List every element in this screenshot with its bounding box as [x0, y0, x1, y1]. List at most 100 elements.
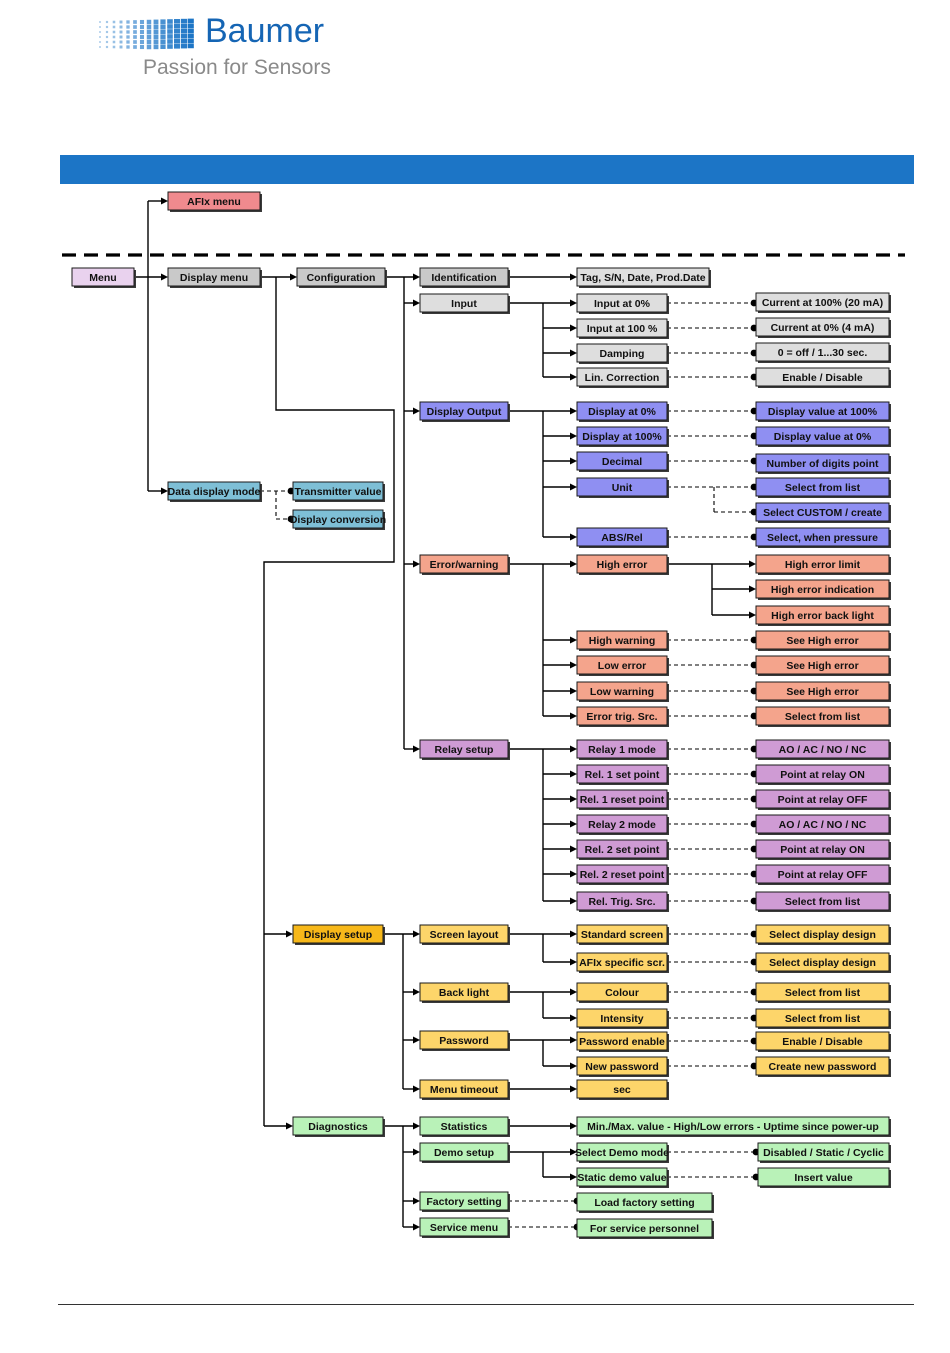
- menu-node-relay-off-2: Point at relay OFF: [755, 864, 891, 885]
- node-label: See High error: [786, 635, 858, 647]
- menu-node-disp-100: Display at 100%: [576, 426, 669, 447]
- node-box: [755, 502, 890, 522]
- menu-node-afix-menu: AFIx menu: [167, 191, 262, 212]
- node-box: [576, 527, 668, 547]
- menu-node-insert-value: Insert value: [757, 1167, 891, 1188]
- menu-node-high-err-limit: High error limit: [755, 554, 891, 575]
- node-label: Configuration: [307, 272, 376, 284]
- logo-pixel: [105, 45, 109, 49]
- logo-pixel: [139, 19, 145, 25]
- logo-pixel: [160, 29, 166, 34]
- logo-pixel: [174, 34, 180, 39]
- menu-node-relay-off-1: Point at relay OFF: [755, 789, 891, 810]
- node-box: [419, 1217, 509, 1237]
- logo-pixel: [180, 18, 188, 24]
- connector: [263, 277, 395, 1126]
- menu-node-demo-setup: Demo setup: [419, 1142, 510, 1163]
- logo-pixel: [174, 19, 180, 24]
- node-box: [755, 982, 890, 1002]
- menu-node-see-high-3: See High error: [755, 681, 891, 702]
- node-box: [757, 1167, 890, 1187]
- arrow-head: [413, 560, 420, 568]
- node-label: Min./Max. value - High/Low errors - Upti…: [587, 1121, 879, 1133]
- menu-node-statistics: Statistics: [419, 1116, 510, 1137]
- node-box: [292, 509, 384, 529]
- menu-node-relay2-mode: Relay 2 mode: [576, 814, 669, 835]
- node-label: Rel. 1 set point: [585, 769, 660, 781]
- logo-pixel: [119, 30, 123, 34]
- menu-node-factory-setting: Factory setting: [419, 1191, 510, 1212]
- node-label: Select from list: [785, 711, 861, 723]
- node-box: [755, 1031, 890, 1051]
- node-label: Point at relay ON: [780, 844, 865, 856]
- logo-pixel: [133, 30, 137, 34]
- menu-node-load-factory: Load factory setting: [576, 1192, 714, 1213]
- node-label: Select from list: [785, 896, 861, 908]
- menu-node-err-select-list: Select from list: [755, 706, 891, 727]
- arrow-head: [570, 349, 577, 357]
- node-box: [755, 789, 890, 809]
- menu-node-disp-val-100: Display value at 100%: [755, 401, 891, 422]
- menu-node-low-error: Low error: [576, 655, 669, 676]
- node-label: Select from list: [785, 482, 861, 494]
- node-label: AO / AC / NO / NC: [779, 744, 867, 756]
- menu-node-transmitter-value: Transmitter value: [292, 481, 385, 502]
- baumer-logo: Baumer Passion for Sensors: [95, 12, 335, 84]
- menu-node-see-high-1: See High error: [755, 630, 891, 651]
- node-box: [757, 1142, 890, 1162]
- node-box: [419, 1079, 509, 1099]
- logo-pixel: [112, 35, 116, 39]
- logo-pixel: [187, 28, 194, 34]
- node-box: [576, 367, 668, 387]
- logo-pixel: [99, 41, 101, 43]
- node-label: Password enable: [579, 1036, 665, 1048]
- logo-pixel: [126, 45, 130, 49]
- node-label: Disabled / Static / Cyclic: [763, 1147, 884, 1159]
- node-label: Point at relay OFF: [778, 869, 868, 881]
- node-box: [419, 1030, 509, 1050]
- logo-pixel: [167, 39, 173, 44]
- menu-node-input-0: Input at 0%: [576, 293, 669, 314]
- node-box: [576, 924, 668, 944]
- menu-node-rel1-reset: Rel. 1 reset point: [576, 789, 669, 810]
- menu-node-demo-modes: Disabled / Static / Cyclic: [757, 1142, 891, 1163]
- arrow-head: [413, 273, 420, 281]
- menu-node-colour-list: Select from list: [755, 982, 891, 1003]
- logo-pixel: [153, 24, 159, 30]
- menu-node-service-menu: Service menu: [419, 1217, 510, 1238]
- node-box: [419, 1116, 509, 1136]
- logo-pixel: [119, 25, 123, 29]
- logo-pixel: [146, 19, 152, 25]
- node-box: [755, 891, 890, 911]
- node-label: High error limit: [785, 559, 861, 571]
- logo-pixel: [180, 28, 188, 34]
- node-label: Colour: [605, 987, 639, 999]
- node-box: [167, 191, 261, 211]
- logo-pixel: [187, 23, 194, 29]
- node-box: [576, 789, 668, 809]
- menu-node-disp-0: Display at 0%: [576, 401, 669, 422]
- menu-node-display-setup: Display setup: [292, 924, 385, 945]
- menu-node-input: Input: [419, 293, 510, 314]
- menu-node-select-pressure: Select, when pressure: [755, 527, 891, 548]
- node-label: For service personnel: [590, 1223, 699, 1235]
- logo-pixel: [112, 45, 116, 49]
- node-label: Rel. 1 reset point: [580, 794, 665, 806]
- logo-pixel: [146, 34, 152, 40]
- node-label: Display menu: [180, 272, 248, 284]
- node-label: Service menu: [430, 1222, 498, 1234]
- node-box: [755, 1056, 890, 1076]
- menu-node-unit: Unit: [576, 477, 669, 498]
- node-label: Input at 0%: [594, 298, 651, 310]
- logo-pixel: [187, 33, 194, 39]
- node-box: [419, 267, 509, 287]
- brand-tagline: Passion for Sensors: [143, 56, 331, 79]
- arrow-head: [161, 487, 168, 495]
- logo-pixel: [139, 24, 145, 30]
- arrow-head: [413, 299, 420, 307]
- logo-pixel: [126, 35, 130, 39]
- arrow-head: [570, 770, 577, 778]
- node-label: Select CUSTOM / create: [763, 507, 882, 519]
- menu-node-colour: Colour: [576, 982, 669, 1003]
- node-label: Data display mode: [168, 486, 261, 498]
